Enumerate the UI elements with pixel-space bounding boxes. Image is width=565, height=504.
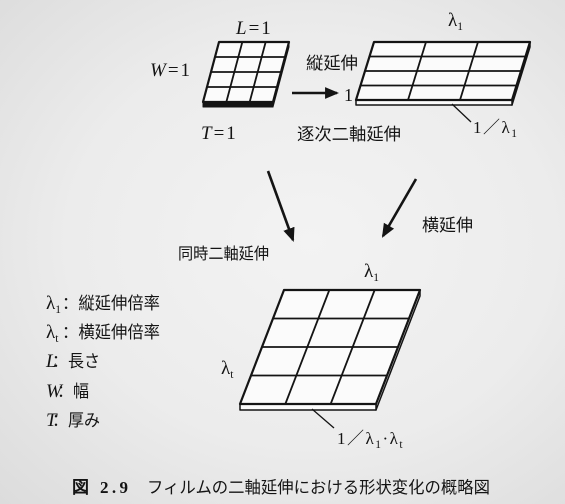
legend-description: ：縦延伸倍率 [62, 294, 160, 313]
legend-symbol-subscript: t [55, 333, 59, 345]
legend-item: L ：長さ [45, 351, 100, 372]
figure-caption: 図 2.9 フィルムの二軸延伸における形状変化の概略図 [72, 478, 490, 497]
sequential-biaxial-label: 逐次二軸延伸 [297, 125, 401, 144]
thickness-ratio-subscript: 1 [511, 128, 518, 140]
width-symbol: W [150, 60, 168, 81]
initial-thickness-label: T=1 [201, 123, 238, 144]
lambda-symbol: λ [221, 358, 231, 379]
lambda-symbol: λ [364, 261, 374, 282]
legend-item: λ1 ：縦延伸倍率 [46, 293, 160, 316]
length-value: =1 [249, 18, 273, 39]
width-unchanged-label: 1 [344, 85, 353, 105]
length-symbol: L [235, 18, 249, 39]
legend-symbol: T [46, 410, 58, 431]
initial-film [201, 40, 291, 108]
initial-length-label: L=1 [235, 18, 273, 39]
sequential-film [354, 40, 532, 106]
initial-width-label: W=1 [150, 60, 192, 81]
final-film [238, 288, 422, 411]
width-value: =1 [168, 60, 192, 81]
final-length-label: λ1 [364, 261, 379, 284]
lambda-subscript: t [230, 369, 234, 381]
film-outline [201, 40, 291, 104]
legend: λ1 ：縦延伸倍率 λt ：横延伸倍率 L ：長さ W ：幅 T ：厚み [45, 293, 160, 431]
final-thickness-label: 1／λ1·λt [337, 429, 404, 451]
thickness-ratio-prefix: 1／λ [473, 118, 511, 137]
legend-item: λt ：横延伸倍率 [46, 322, 160, 345]
lambda-subscript: 1 [373, 272, 379, 284]
stretched-length-label: λ1 [448, 10, 463, 33]
transverse-stretch-label: 横延伸 [422, 216, 473, 235]
legend-symbol-base: λ [46, 322, 56, 343]
legend-description: ：厚み [52, 411, 100, 430]
legend-description: ：横延伸倍率 [62, 323, 160, 342]
legend-symbol: W [46, 381, 64, 402]
lambda-subscript: 1 [457, 21, 463, 33]
final-thickness-leader-line [311, 408, 335, 429]
simultaneous-stretch-arrow [266, 170, 295, 242]
legend-description: ：長さ [52, 352, 100, 371]
thickness-ratio-middle: ·λ [383, 429, 400, 448]
sequential-thickness-leader-line [451, 103, 472, 123]
figure-number: 図 2.9 [72, 478, 128, 497]
legend-symbol-base: λ [46, 293, 56, 314]
thickness-ratio-subscript-2: t [399, 439, 404, 451]
longitudinal-stretch-label: 縦延伸 [306, 54, 358, 73]
legend-description: ：幅 [57, 382, 89, 401]
thickness-symbol: T [201, 123, 214, 144]
film-outline [238, 288, 422, 406]
thickness-ratio-subscript-1: 1 [375, 439, 382, 451]
thickness-value: =1 [214, 123, 238, 144]
legend-symbol-subscript: 1 [55, 304, 61, 316]
transverse-stretch-arrow [381, 178, 418, 238]
film-outline [354, 40, 532, 102]
lambda-symbol: λ [448, 10, 458, 31]
simultaneous-biaxial-label: 同時二軸延伸 [178, 245, 269, 263]
thickness-ratio-prefix: 1／λ [337, 429, 375, 448]
legend-symbol: λ1 [46, 293, 61, 316]
legend-symbol: L [45, 351, 57, 372]
legend-item: W ：幅 [46, 381, 89, 402]
legend-item: T ：厚み [46, 410, 100, 431]
legend-symbol: λt [46, 322, 59, 345]
stretched-thickness-label: 1／λ1 [473, 118, 519, 140]
figure-title: フィルムの二軸延伸における形状変化の概略図 [147, 478, 490, 497]
final-width-label: λt [221, 358, 234, 381]
